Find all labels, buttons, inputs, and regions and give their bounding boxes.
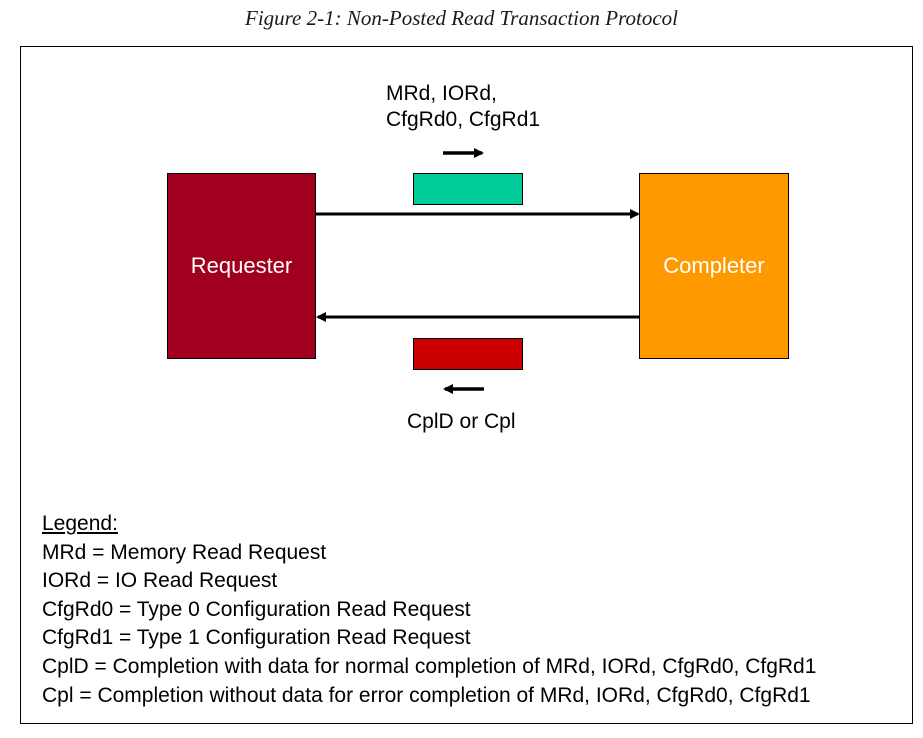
legend-entry-cfgrd0: CfgRd0 = Type 0 Configuration Read Reque… (42, 597, 471, 621)
legend: Legend: MRd = Memory Read Request IORd =… (42, 510, 816, 710)
completion-packet (413, 338, 523, 370)
diagram-frame (20, 46, 913, 724)
legend-title: Legend: (42, 512, 118, 535)
legend-entry-mrd: MRd = Memory Read Request (42, 540, 327, 564)
completer-label: Completer (663, 253, 765, 278)
legend-entry-cpl: Cpl = Completion without data for error … (42, 683, 811, 707)
completer-box: Completer (639, 173, 789, 359)
figure-caption: Figure 2-1: Non-Posted Read Transaction … (245, 6, 678, 30)
requester-label: Requester (190, 253, 293, 278)
request-label-line-2: CfgRd0, CfgRd1 (386, 108, 541, 131)
legend-entry-cpld: CplD = Completion with data for normal c… (42, 654, 817, 678)
legend-entry-cfgrd1: CfgRd1 = Type 1 Configuration Read Reque… (42, 626, 471, 650)
legend-entry-iord: IORd = IO Read Request (42, 569, 278, 593)
requester-box: Requester (167, 173, 316, 359)
completion-label: CplD or Cpl (407, 410, 516, 433)
request-packet (413, 173, 523, 205)
request-label-line-1: MRd, IORd, (386, 82, 497, 105)
